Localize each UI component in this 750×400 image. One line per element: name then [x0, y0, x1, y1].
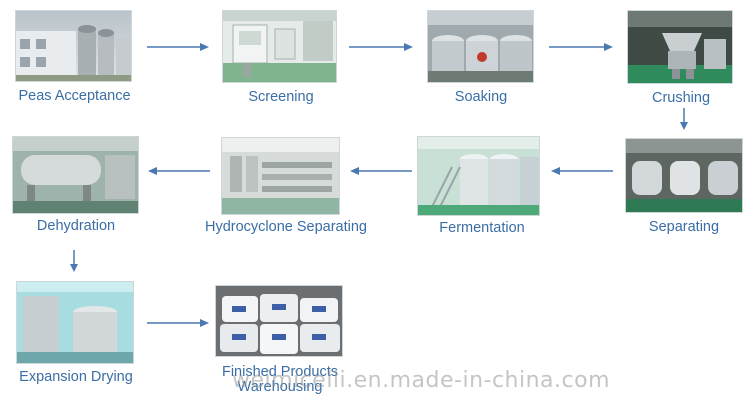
separating-photo [625, 138, 743, 213]
arrow-left-icon [551, 166, 613, 176]
finished-products-photo [215, 285, 343, 357]
arrow-down-icon [679, 108, 689, 130]
arrow-down-icon [69, 250, 79, 272]
watermark: weimicelli.en.made-in-china.com [232, 368, 532, 393]
arrow-right-icon [349, 42, 413, 52]
arrow-left-icon [148, 166, 210, 176]
screening-photo [222, 10, 337, 83]
arrow-right-icon [147, 318, 209, 328]
soaking-photo [427, 10, 534, 83]
hydrocyclone-photo [221, 137, 340, 215]
step-label-dehydration: Dehydration [12, 218, 140, 235]
step-label-crushing: Crushing [625, 90, 737, 107]
step-label-peas-acceptance: Peas Acceptance [12, 88, 137, 105]
arrow-right-icon [549, 42, 613, 52]
fermentation-photo [417, 136, 540, 216]
step-label-soaking: Soaking [425, 89, 537, 106]
step-label-separating: Separating [625, 219, 743, 236]
step-label-fermentation: Fermentation [418, 220, 546, 237]
arrow-left-icon [350, 166, 412, 176]
dehydration-photo [12, 136, 139, 214]
step-label-expansion-drying: Expansion Drying [10, 369, 142, 386]
expansion-drying-photo [16, 281, 134, 364]
step-label-hydrocyclone-separating: Hydrocyclone Separating [196, 219, 376, 236]
crushing-photo [627, 10, 733, 84]
step-label-screening: Screening [221, 89, 341, 106]
peas-acceptance-photo [15, 10, 132, 82]
arrow-right-icon [147, 42, 209, 52]
